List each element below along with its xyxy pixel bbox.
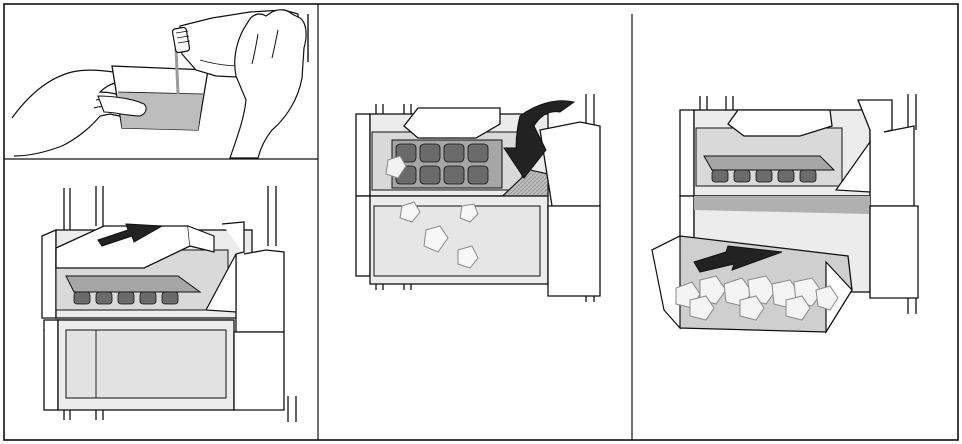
pull-bin-step	[652, 94, 918, 332]
water-stream	[176, 48, 178, 94]
tip-tray-step	[356, 94, 600, 302]
ice-tray	[704, 156, 834, 170]
ice-tray	[66, 276, 200, 292]
